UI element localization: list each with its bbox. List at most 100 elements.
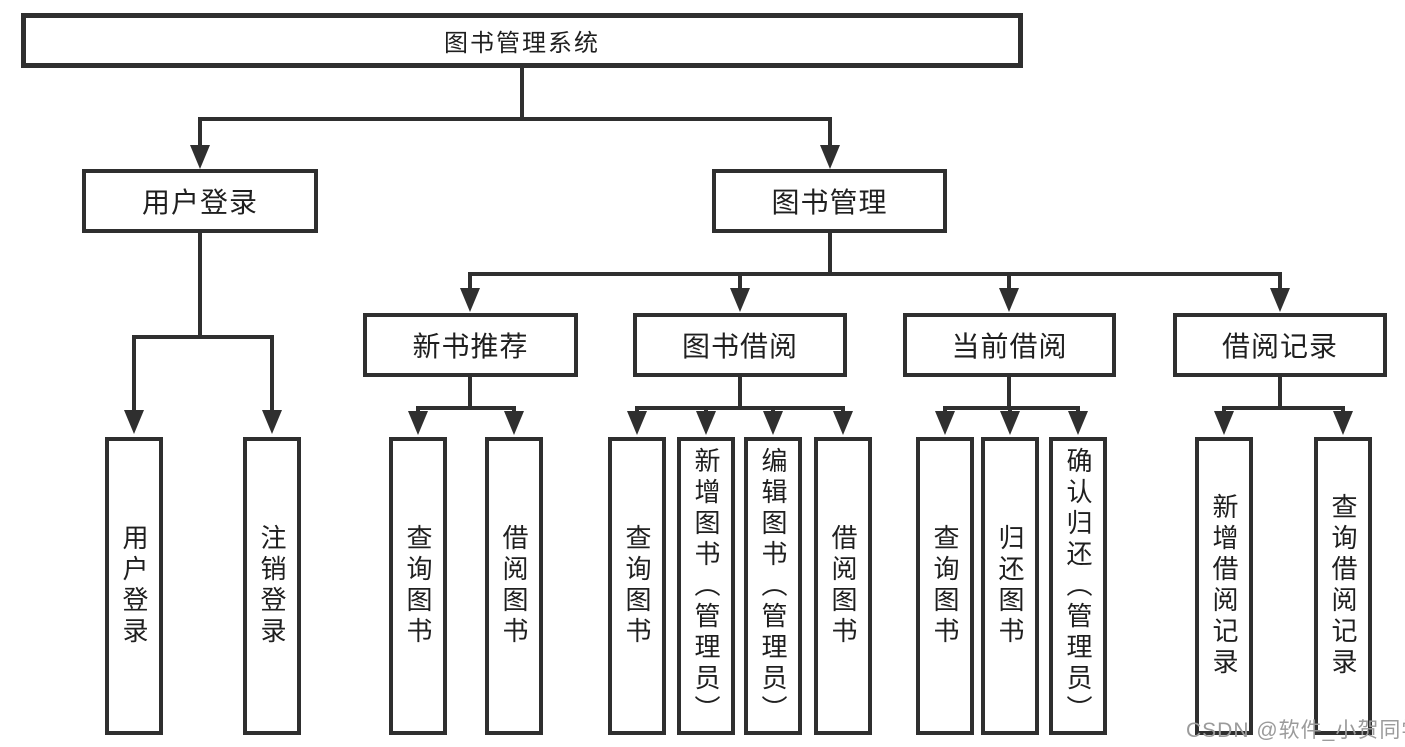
- arrow-to-leaf-logout: [262, 337, 282, 434]
- arrow-to-leaf-query-borrow-record: [1333, 408, 1353, 435]
- leaf-query-books-2: 查询图书: [608, 437, 666, 735]
- arrow-stem: [468, 274, 472, 290]
- arrow-stem: [512, 408, 516, 413]
- arrow-to-leaf-borrow-books-2: [833, 408, 853, 435]
- node-label: 借阅图书: [828, 524, 858, 648]
- arrow-to-leaf-query-books-2: [627, 408, 647, 435]
- node-label: 图书管理系统: [444, 30, 600, 57]
- arrow-head: [1000, 411, 1020, 435]
- arrow-to-leaf-query-books-3: [935, 408, 955, 435]
- connector-vline-borrow-records: [1278, 377, 1282, 410]
- arrow-stem: [1007, 274, 1011, 290]
- arrow-stem: [132, 337, 136, 412]
- arrow-to-leaf-confirm-return: [1068, 408, 1088, 435]
- arrow-head: [999, 288, 1019, 312]
- arrow-to-book-borrow: [730, 274, 750, 312]
- arrow-stem: [704, 408, 708, 413]
- arrow-head: [820, 145, 840, 169]
- connector-vline-book-management: [828, 233, 832, 276]
- connector-vline-new-book-recommend: [468, 377, 472, 410]
- node-book-management: 图书管理: [712, 169, 947, 233]
- arrow-stem: [1076, 408, 1080, 413]
- node-label: 当前借阅: [951, 331, 1068, 362]
- leaf-add-book-admin: 新增图书（管理员）: [677, 437, 735, 735]
- arrow-head: [460, 288, 480, 312]
- node-label: 借阅记录: [1221, 331, 1338, 362]
- arrow-stem: [416, 408, 420, 413]
- connector-vline-book-borrow: [738, 377, 742, 410]
- leaf-query-books-1: 查询图书: [389, 437, 447, 735]
- arrow-to-user-login: [190, 119, 210, 169]
- node-current-borrow: 当前借阅: [903, 313, 1116, 377]
- connector-hline-borrow-records-children: [1222, 406, 1345, 410]
- arrow-head: [1068, 411, 1088, 435]
- arrow-head: [935, 411, 955, 435]
- leaf-borrow-books-1: 借阅图书: [485, 437, 543, 735]
- arrow-to-leaf-return-book: [1000, 408, 1020, 435]
- arrow-to-leaf-user-login: [124, 337, 144, 434]
- arrow-to-leaf-borrow-books-1: [504, 408, 524, 435]
- arrow-head: [504, 411, 524, 435]
- arrow-to-borrow-records: [1270, 274, 1290, 312]
- node-label: 查询图书: [930, 524, 960, 648]
- leaf-return-book: 归还图书: [981, 437, 1039, 735]
- arrow-head: [190, 145, 210, 169]
- arrow-head: [262, 410, 282, 434]
- arrow-to-leaf-add-borrow-record: [1214, 408, 1234, 435]
- node-label: 注销登录: [257, 524, 287, 648]
- arrow-head: [124, 410, 144, 434]
- node-book-borrow: 图书借阅: [633, 313, 847, 377]
- arrow-head: [408, 411, 428, 435]
- arrow-stem: [1222, 408, 1226, 413]
- leaf-query-borrow-record: 查询借阅记录: [1314, 437, 1372, 735]
- arrow-to-current-borrow: [999, 274, 1019, 312]
- arrow-head: [627, 411, 647, 435]
- connector-vline-current-borrow: [1007, 377, 1011, 410]
- node-user-login: 用户登录: [82, 169, 318, 233]
- arrow-head: [833, 411, 853, 435]
- connector-hline-book-borrow-children: [635, 406, 845, 410]
- connector-hline-level2: [198, 117, 832, 121]
- arrow-stem: [635, 408, 639, 413]
- arrow-stem: [270, 337, 274, 412]
- node-label: 归还图书: [995, 524, 1025, 648]
- arrow-to-leaf-query-books-1: [408, 408, 428, 435]
- arrow-to-book-management: [820, 119, 840, 169]
- node-label: 图书管理: [771, 187, 888, 218]
- arrow-to-new-book-recommend: [460, 274, 480, 312]
- arrow-head: [730, 288, 750, 312]
- arrow-stem: [738, 274, 742, 290]
- node-label: 查询图书: [622, 524, 652, 648]
- connector-vline-user-login: [198, 233, 202, 339]
- connector-hline-level3: [468, 272, 1282, 276]
- arrow-stem: [771, 408, 775, 413]
- arrow-stem: [1278, 274, 1282, 290]
- node-label: 查询借阅记录: [1328, 493, 1358, 679]
- arrow-head: [1270, 288, 1290, 312]
- arrow-stem: [943, 408, 947, 413]
- csdn-watermark: CSDN @软件_小贺同学: [1186, 719, 1405, 742]
- arrow-stem: [828, 119, 832, 147]
- leaf-query-books-3: 查询图书: [916, 437, 974, 735]
- connector-hline-new-book-children: [416, 406, 516, 410]
- leaf-borrow-books-2: 借阅图书: [814, 437, 872, 735]
- node-label: 用户登录: [119, 524, 149, 648]
- node-label: 借阅图书: [499, 524, 529, 648]
- leaf-logout: 注销登录: [243, 437, 301, 735]
- arrow-to-leaf-edit-book: [763, 408, 783, 435]
- node-label: 查询图书: [403, 524, 433, 648]
- arrow-stem: [198, 119, 202, 147]
- arrow-head: [763, 411, 783, 435]
- arrow-to-leaf-add-book: [696, 408, 716, 435]
- arrow-stem: [1008, 408, 1012, 413]
- node-label: 新增图书（管理员）: [691, 446, 721, 726]
- connector-vline-root: [520, 68, 524, 121]
- node-label: 编辑图书（管理员）: [758, 446, 788, 726]
- arrow-head: [1214, 411, 1234, 435]
- connector-hline-user-login-children: [132, 335, 274, 339]
- leaf-add-borrow-record: 新增借阅记录: [1195, 437, 1253, 735]
- node-borrow-records: 借阅记录: [1173, 313, 1387, 377]
- arrow-stem: [841, 408, 845, 413]
- leaf-edit-book-admin: 编辑图书（管理员）: [744, 437, 802, 735]
